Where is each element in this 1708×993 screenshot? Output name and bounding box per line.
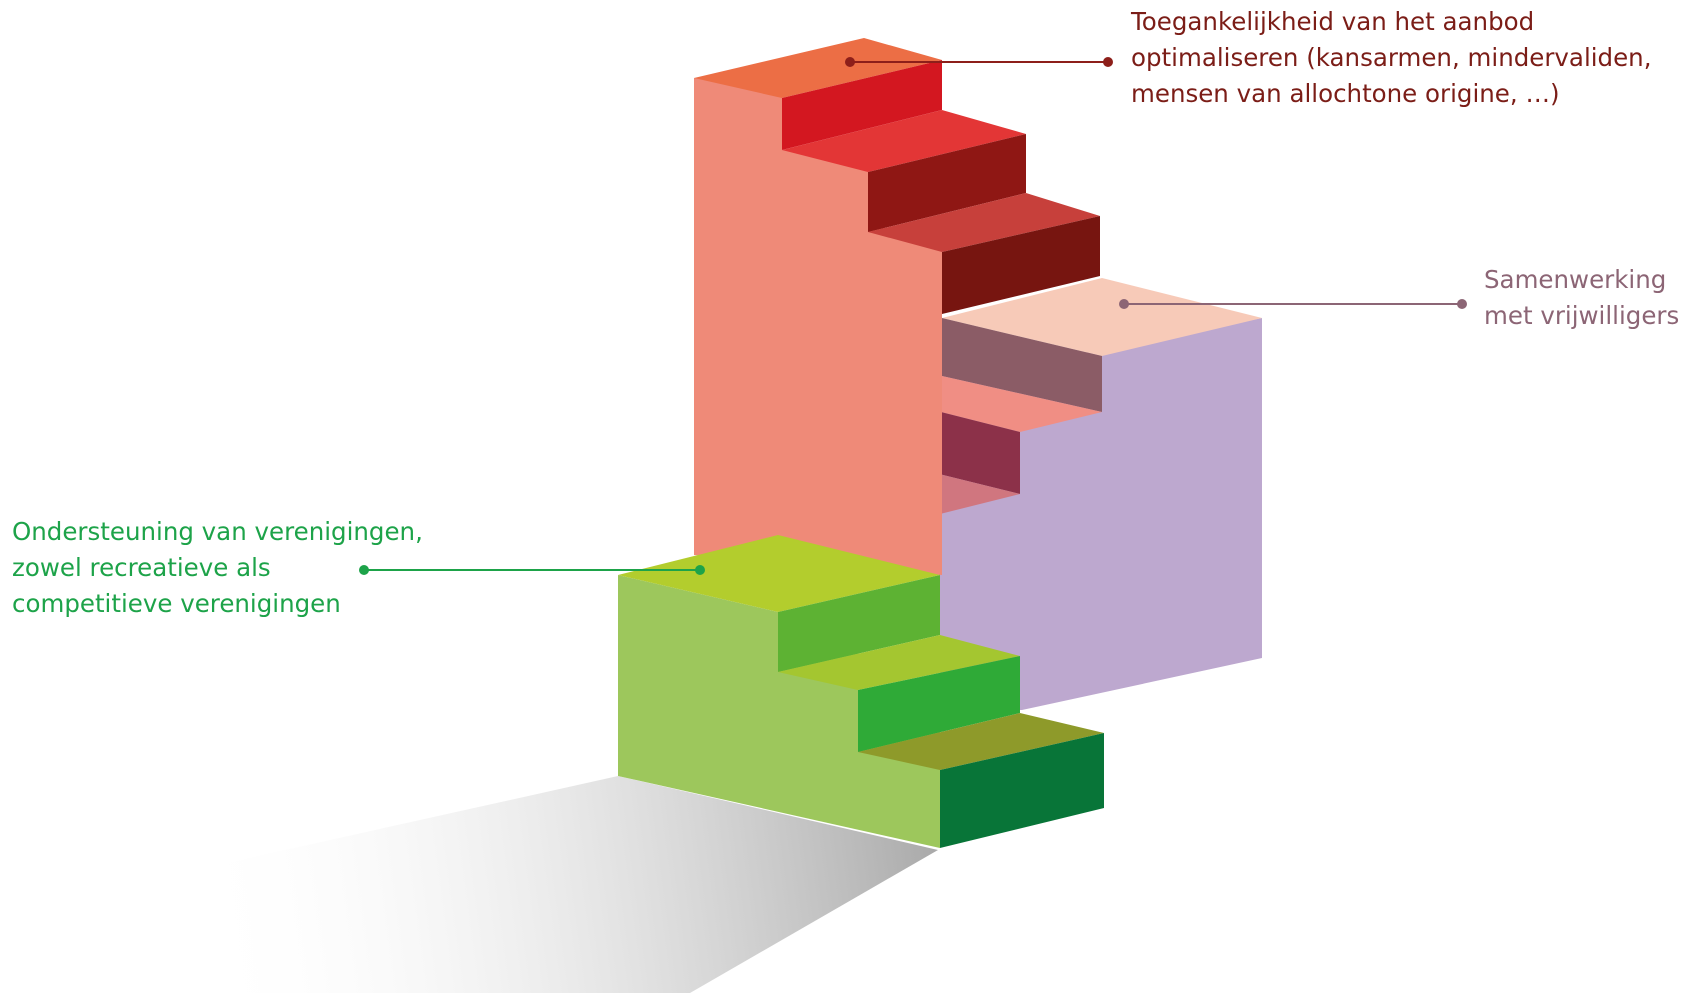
label-volunteers: Samenwerking met vrijwilligers (1484, 262, 1679, 334)
red-riser-2 (868, 134, 1026, 232)
green-stair-block (618, 535, 1104, 848)
label-clubs: Ondersteuning van verenigingen, zowel re… (12, 514, 423, 622)
connector-dot (695, 565, 705, 575)
red-top-landing (694, 38, 942, 98)
connector-dot (359, 565, 369, 575)
connector-dot (845, 57, 855, 67)
connector-volunteers (1119, 299, 1467, 309)
connector-dot (1103, 57, 1113, 67)
green-top-landing (618, 535, 940, 612)
connector-dot (1457, 299, 1467, 309)
connector-accessibility (845, 57, 1113, 67)
label-line: met vrijwilligers (1484, 301, 1680, 330)
red-riser-3 (942, 216, 1100, 314)
label-line: Toegankelijkheid van het aanbod (1131, 7, 1535, 36)
floor-shadow (120, 776, 938, 993)
label-line: Ondersteuning van verenigingen, (12, 517, 423, 546)
red-tread-1 (782, 110, 1026, 172)
label-line: optimaliseren (kansarmen, mindervaliden, (1131, 43, 1652, 72)
red-tread-2 (868, 193, 1100, 252)
green-side-face (618, 575, 940, 848)
label-accessibility: Toegankelijkheid van het aanbod optimali… (1131, 4, 1652, 112)
label-line: mensen van allochtone origine, …) (1131, 79, 1560, 108)
label-line: zowel recreatieve als (12, 553, 271, 582)
connector-clubs (359, 565, 705, 575)
green-riser-1 (778, 575, 940, 672)
red-stair-block (694, 38, 1100, 575)
green-front-riser (940, 733, 1104, 848)
connector-dot (1119, 299, 1129, 309)
purple-top-landing (942, 278, 1262, 356)
green-riser-2 (858, 656, 1020, 752)
red-riser-1 (782, 60, 942, 150)
purple-riser-1 (942, 318, 1102, 412)
green-tread-1 (778, 635, 1020, 690)
label-line: Samenwerking (1484, 265, 1667, 294)
label-line: competitieve verenigingen (12, 589, 341, 618)
red-side-face (694, 78, 942, 575)
green-tread-2 (858, 713, 1104, 770)
